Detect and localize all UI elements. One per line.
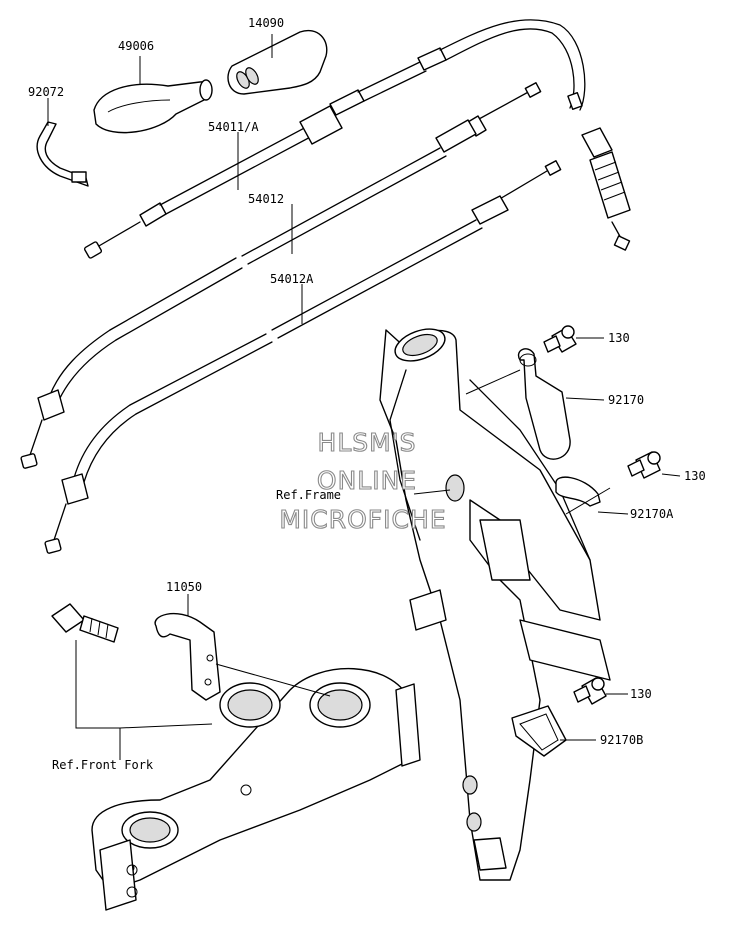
label-92170a: 92170A <box>630 507 674 521</box>
label-14090: 14090 <box>248 16 284 30</box>
clamp-92170a <box>555 476 601 507</box>
bracket-11050 <box>154 613 221 701</box>
label-11050: 11050 <box>166 580 202 594</box>
label-130-b: 130 <box>684 469 706 483</box>
watermark-line-1: HLSM'S <box>318 428 417 457</box>
label-54012: 54012 <box>248 192 284 206</box>
frame-ref <box>379 328 611 881</box>
cable-54012a <box>44 160 562 554</box>
cover-14090 <box>227 29 328 95</box>
cable-54011a <box>83 19 631 259</box>
cable-54012 <box>20 82 542 469</box>
label-54011a: 54011/A <box>208 120 259 134</box>
band-92072 <box>36 121 89 187</box>
watermark: HLSM'S ONLINE MICROFICHE <box>279 427 446 534</box>
label-ref-front-fork: Ref.Front Fork <box>52 758 154 772</box>
bolt-ref <box>51 603 119 643</box>
bolt-130-b <box>627 451 661 479</box>
label-130-c: 130 <box>630 687 652 701</box>
label-92072: 92072 <box>28 85 64 99</box>
label-92170b: 92170B <box>600 733 643 747</box>
cover-49006 <box>93 79 213 134</box>
leader-lines <box>47 34 681 760</box>
clamp-92170b <box>511 705 567 757</box>
label-54012a: 54012A <box>270 272 314 286</box>
clamp-92170 <box>517 348 571 460</box>
front-fork-ref <box>91 667 421 911</box>
bolt-130-c <box>573 677 607 705</box>
label-ref-frame: Ref.Frame <box>276 488 341 502</box>
label-130-a: 130 <box>608 331 630 345</box>
label-92170: 92170 <box>608 393 644 407</box>
watermark-line-3: MICROFICHE <box>279 505 446 534</box>
bolt-130-a <box>543 325 577 353</box>
watermark-line-2: ONLINE <box>317 466 417 495</box>
part-labels: 14090 49006 92072 54011/A 54012 54012A 1… <box>28 16 706 772</box>
label-49006: 49006 <box>118 39 154 53</box>
